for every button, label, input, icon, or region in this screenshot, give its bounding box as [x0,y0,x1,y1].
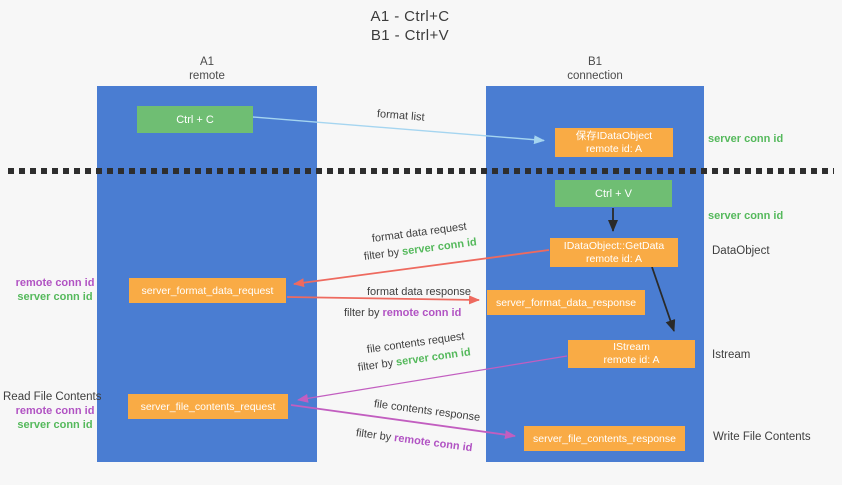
lane-b1-title: B1 [587,56,603,68]
node-line: IStream [613,341,650,353]
node-line: remote id: A [585,142,643,155]
remote-conn-id-label: remote conn id [15,277,95,289]
filter-by-text: filter by [344,307,380,319]
ctrl-c-node: Ctrl + C [137,106,253,133]
node-line: IDataObject::GetData [563,239,665,252]
title-line-2: B1 - Ctrl+V [370,27,450,44]
session-divider [8,168,834,174]
conn-id-pair-format: remote conn id server conn id [9,277,101,304]
file-contents-response-edge-label: file contents response [373,398,481,424]
filter-by-text: filter by [355,427,392,444]
write-file-contents-label: Write File Contents [713,431,811,443]
server-file-contents-request-node: server_file_contents_request [128,394,288,419]
lane-header-a1: A1 remote [97,55,317,83]
format-data-response-edge-label: format data response [367,286,471,298]
diagram-title: A1 - Ctrl+C B1 - Ctrl+V [300,7,520,45]
conn-id-pair-file: remote conn id server conn id [9,405,101,432]
node-line: remote id: A [585,252,643,265]
server-conn-id-label: server conn id [17,290,93,303]
istream-label: Istream [712,349,751,361]
read-file-contents-label: Read File Contents [3,391,102,403]
dataobject-label: DataObject [712,245,770,257]
node-line: remote id: A [603,354,660,366]
remote-conn-id-label: remote conn id [15,405,95,417]
lane-a1-title: A1 [199,56,215,68]
server-format-data-request-node: server_format_data_request [129,278,286,303]
filter-by-text: filter by [357,357,394,374]
idataobject-getdata-node: IDataObject::GetData remote id: A [550,238,678,267]
server-file-contents-response-node: server_file_contents_response [524,426,685,451]
remote-conn-id-text: remote conn id [393,432,474,455]
lane-header-b1: B1 connection [486,55,704,83]
filter-by-text: filter by [363,246,400,263]
save-idataobject-node: 保存IDataObject remote id: A [555,128,673,157]
server-conn-id-label-top: server conn id [708,133,784,145]
lane-a1-subtitle: remote [189,70,225,82]
istream-node: IStream remote id: A [568,340,695,368]
title-line-1: A1 - Ctrl+C [370,8,450,25]
format-list-edge-label: format list [376,108,426,124]
server-conn-id-label: server conn id [17,418,93,431]
server-conn-id-label-mid: server conn id [708,210,784,222]
node-line: 保存IDataObject [575,129,653,142]
server-format-data-response-node: server_format_data_response [487,290,645,315]
filter-by-remote-conn-id-label-2: filter byremote conn id [355,427,473,454]
lane-b1-subtitle: connection [567,70,623,82]
remote-conn-id-text: remote conn id [382,307,462,319]
ctrl-v-node: Ctrl + V [555,180,672,207]
